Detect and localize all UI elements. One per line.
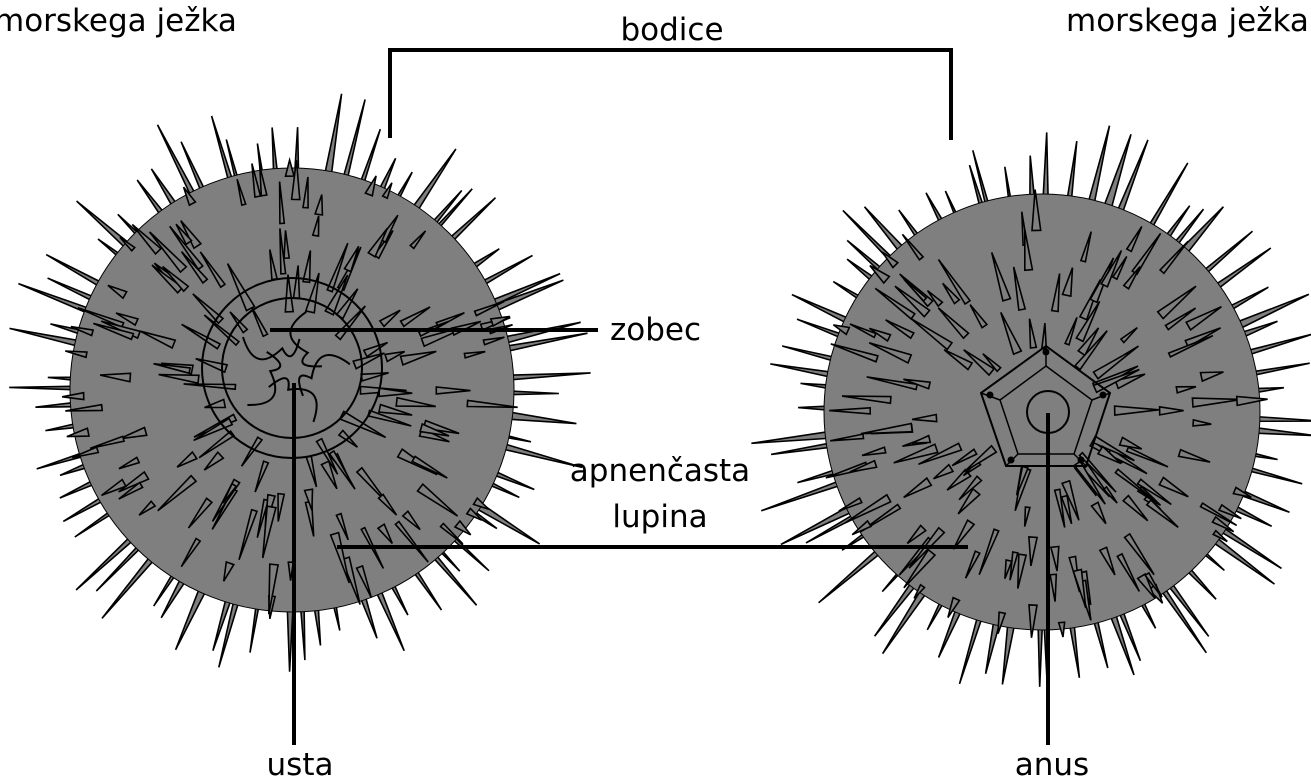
shell-label-line1: apnenčasta: [570, 453, 750, 489]
shell-label-line2: lupina: [612, 499, 707, 535]
spines-label: bodice: [620, 12, 723, 48]
caption-right: morskega ježka: [1066, 3, 1309, 39]
spines-bracket-line: [390, 50, 951, 140]
caption-left: morskega ježka: [0, 3, 237, 39]
beak-label: zobec: [610, 312, 701, 348]
anus-label: anus: [1015, 747, 1089, 783]
urchin-aboral-view: [751, 126, 1311, 700]
mouth-label: usta: [267, 747, 334, 783]
urchin-oral-view: [9, 94, 590, 672]
